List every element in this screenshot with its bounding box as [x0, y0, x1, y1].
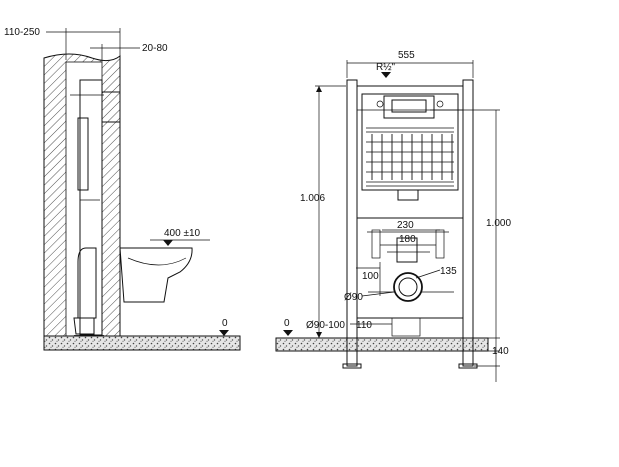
- dim-frame-depth: 20-80: [90, 43, 168, 62]
- dim-bolt-outer: 230: [367, 220, 449, 233]
- dim-drain-diameter: Ø90-100: [306, 320, 392, 331]
- dim-bolt-inner: 180: [380, 234, 436, 246]
- dim-flush-pipe-diameter-label: Ø90: [344, 292, 363, 303]
- dim-width: 555: [346, 50, 474, 78]
- dim-drain-diameter-label: Ø90-100: [306, 320, 345, 331]
- dim-width-label: 555: [398, 50, 415, 61]
- dim-overall-height: 1.006: [300, 85, 346, 339]
- floor-level-front: 0: [283, 318, 293, 336]
- front-view: 555 R½" 1.006 1.000 230 180: [275, 50, 511, 382]
- floor-level-front-label: 0: [284, 318, 290, 329]
- frame-front: [342, 79, 478, 369]
- cistern-front: [361, 93, 459, 201]
- dim-flush-pipe-diameter: Ø90: [344, 291, 395, 303]
- dim-drain-offset-label: 100: [362, 271, 379, 282]
- dim-overall-height-label: 1.006: [300, 193, 325, 204]
- dim-frame-height-label: 1.000: [486, 218, 511, 229]
- water-inlet-label: R½": [376, 62, 396, 73]
- floor-level-side: 0: [219, 318, 229, 336]
- side-view: 110-250 20-80 400 ±10 0: [4, 27, 241, 351]
- dim-frame-depth-label: 20-80: [142, 43, 168, 54]
- drain-assembly: [368, 229, 454, 337]
- wc-bowl-side: [119, 247, 193, 303]
- dim-feet-depth-label: 140: [492, 346, 509, 357]
- water-inlet: R½": [376, 62, 396, 78]
- floor-front: [275, 337, 489, 352]
- floor-side: [43, 335, 241, 351]
- dim-drain-height: 110: [356, 320, 372, 331]
- dim-feet-depth: 140: [474, 338, 509, 382]
- dim-flush-pipe-height-label: 135: [440, 266, 457, 277]
- dim-drain-height-label: 110: [356, 320, 372, 331]
- dim-bolt-outer-label: 230: [397, 220, 414, 231]
- dim-bolt-inner-label: 180: [399, 234, 416, 245]
- dim-flush-pipe-height: 135: [415, 266, 457, 279]
- dim-wall-thickness-label: 110-250: [4, 27, 40, 38]
- dim-bowl-height-label: 400 ±10: [164, 228, 201, 239]
- wall-section: [43, 53, 121, 337]
- floor-level-side-label: 0: [222, 318, 228, 329]
- dim-wall-thickness: 110-250: [4, 27, 121, 60]
- dim-bowl-height: 400 ±10: [150, 228, 210, 246]
- dim-drain-offset: 100: [356, 262, 381, 296]
